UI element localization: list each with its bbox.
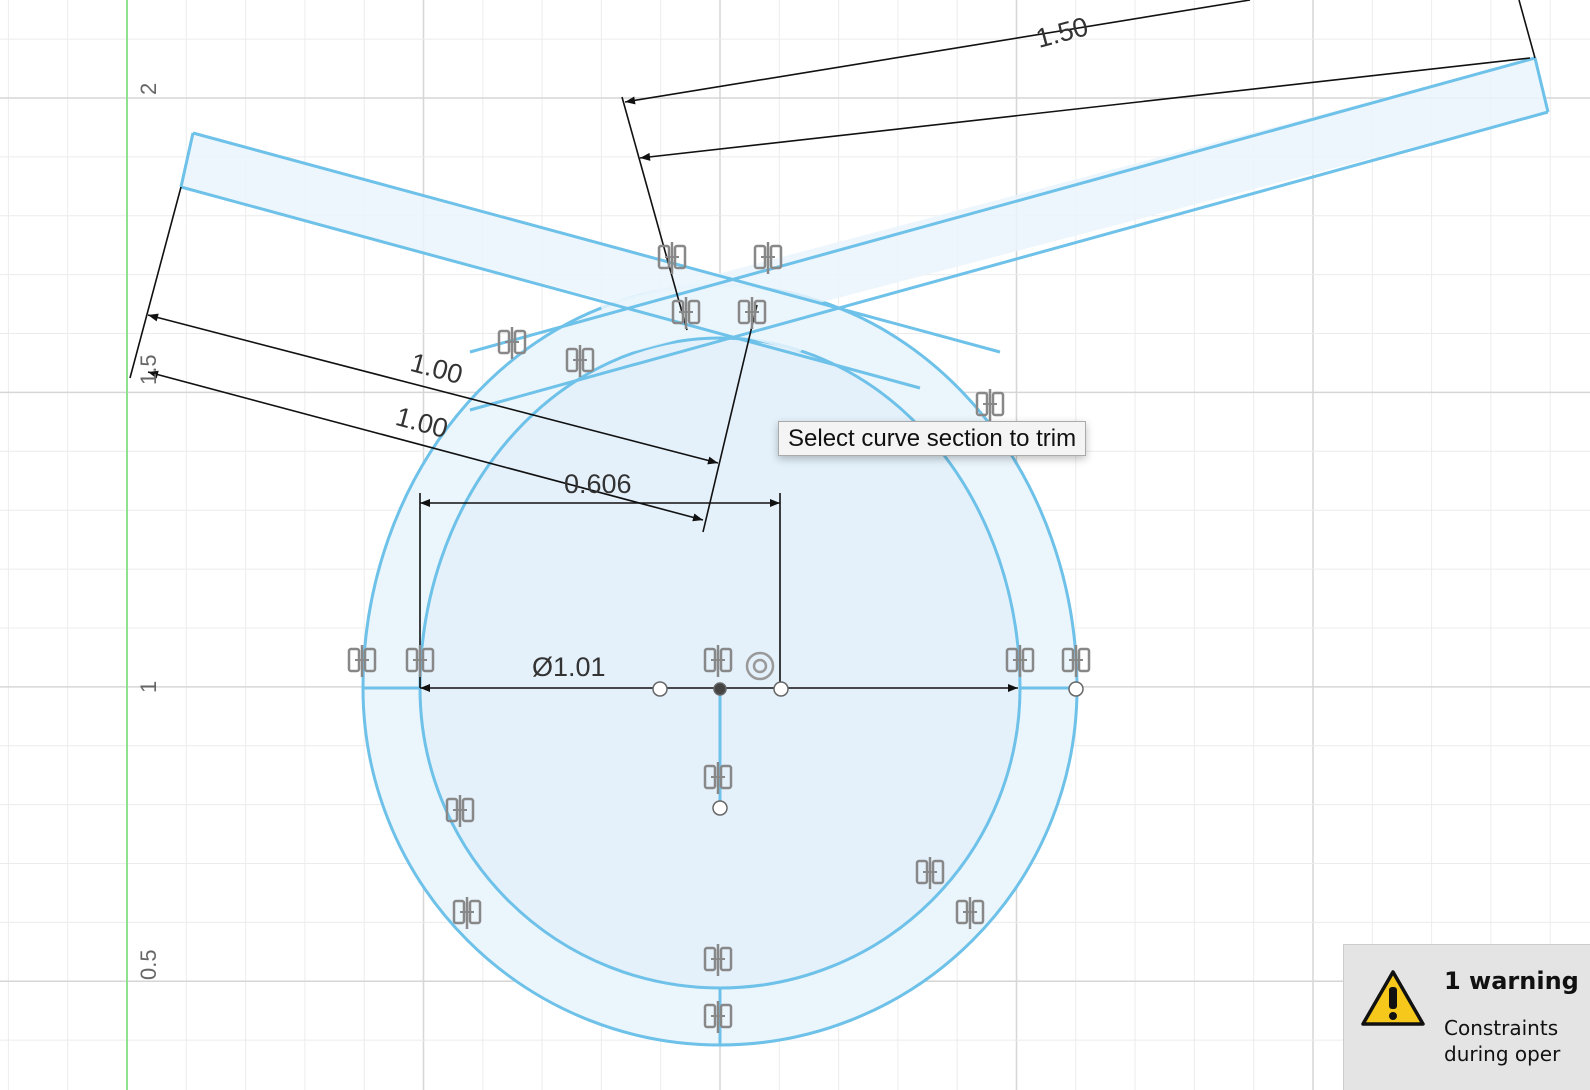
dimension-0-606[interactable]: 0.606: [564, 469, 632, 499]
axis-label-2: 2: [136, 83, 161, 95]
coincident-constraint-icon[interactable]: [753, 240, 783, 276]
dimension-1-00-upper[interactable]: 1.00: [407, 347, 466, 390]
warning-panel[interactable]: 1 warning Constraints during oper: [1343, 944, 1590, 1090]
coincident-constraint-icon[interactable]: [657, 240, 687, 276]
dimension-diameter[interactable]: Ø1.01: [532, 652, 606, 682]
axis-label-1-5: 1.5: [136, 354, 161, 385]
warning-line-2: during oper: [1444, 1042, 1561, 1066]
concentric-icon: [745, 651, 775, 681]
warning-triangle-icon: [1361, 970, 1425, 1026]
warning-title: 1 warning: [1444, 967, 1579, 995]
dimension-1-00-lower[interactable]: 1.00: [393, 401, 452, 444]
axis-label-1: 1: [136, 681, 161, 693]
warning-message: Constraints during oper: [1444, 1015, 1560, 1067]
right-slot-band[interactable]: [600, 58, 1548, 355]
sketch-points[interactable]: [652, 681, 1084, 816]
axis-label-0-5: 0.5: [136, 949, 161, 980]
tooltip: Select curve section to trim: [778, 421, 1087, 456]
dimension-1-50[interactable]: 1.50: [1033, 11, 1092, 54]
coincident-constraint-icon[interactable]: [975, 387, 1005, 423]
warning-line-1: Constraints: [1444, 1016, 1559, 1040]
